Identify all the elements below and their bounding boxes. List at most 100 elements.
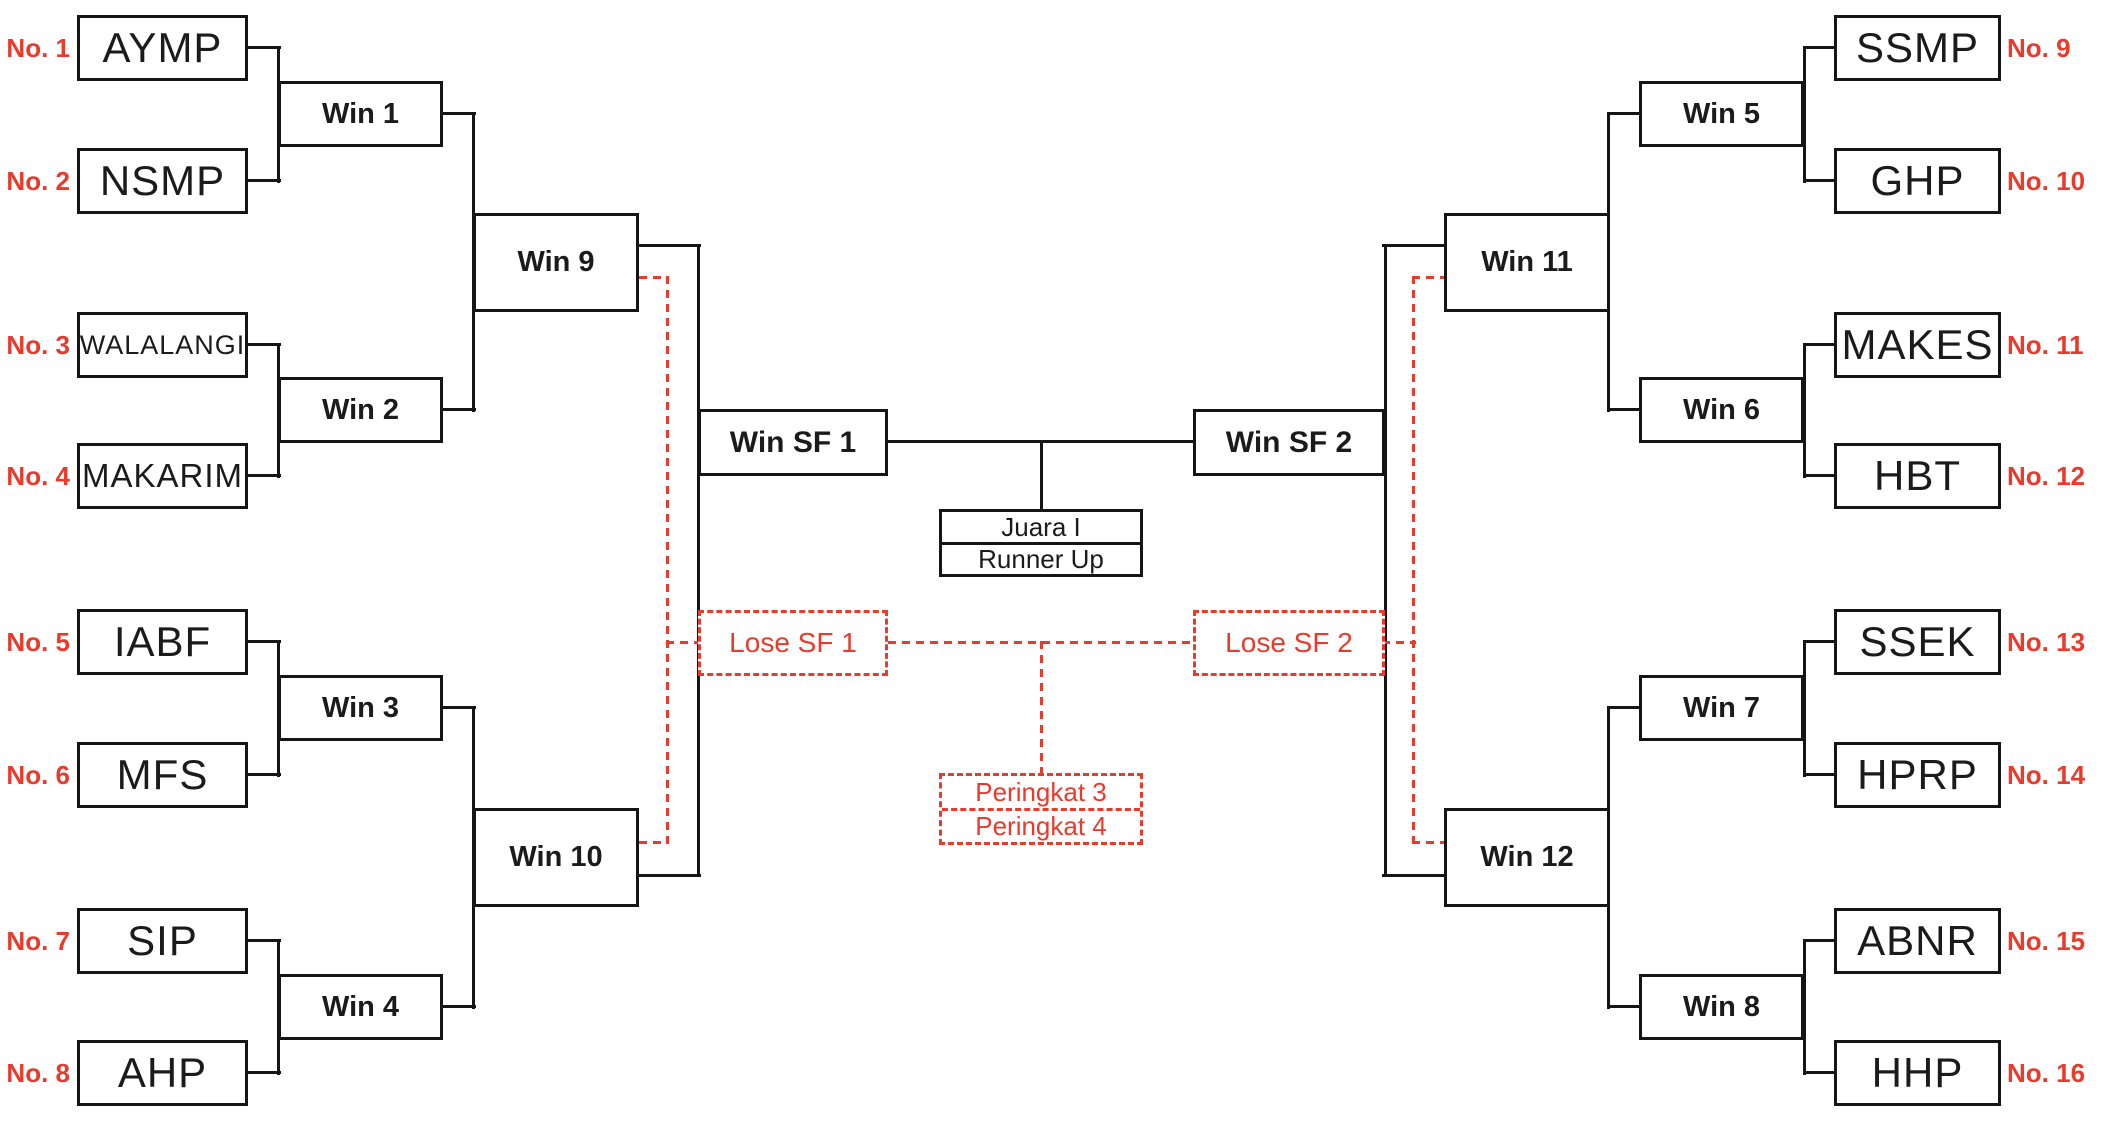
team-name: IABF (113, 618, 212, 665)
team-box: MAKARIM (77, 443, 248, 509)
team-name: HHP (1871, 1049, 1964, 1096)
runner-up-slot: Runner Up (942, 541, 1140, 575)
loser-connector-line (1412, 276, 1444, 279)
loser-connector-line (1412, 276, 1415, 844)
match-label: Win 4 (321, 990, 400, 1023)
match-label: Win 2 (321, 393, 400, 426)
connector-line (248, 939, 281, 942)
connector-line (1803, 939, 1836, 942)
team-box: IABF (77, 609, 248, 675)
connector-line (1803, 474, 1836, 477)
team-box: HBT (1834, 443, 2001, 509)
team-name: WALALANGI (79, 329, 246, 360)
seed-label: No. 8 (6, 1058, 70, 1088)
fourth-place-slot: Peringkat 4 (942, 807, 1140, 843)
match-win-5: Win 5 (1639, 81, 1804, 147)
connector-line (443, 408, 476, 411)
consolation-box: Peringkat 3 Peringkat 4 (939, 773, 1143, 845)
team-box: SIP (77, 908, 248, 974)
connector-line (1803, 46, 1806, 183)
team-box: SSEK (1834, 609, 2001, 675)
team-box: MFS (77, 742, 248, 808)
seed-label: No. 6 (6, 760, 70, 790)
team-name: MFS (116, 751, 209, 798)
lose-label: Lose SF 2 (1225, 627, 1353, 658)
match-win-1: Win 1 (278, 81, 443, 147)
team-box: SSMP (1834, 15, 2001, 81)
team-box: WALALANGI (77, 312, 248, 378)
seed-label: No. 9 (2007, 33, 2071, 63)
connector-line (248, 1071, 281, 1074)
seed-label: No. 13 (2007, 627, 2086, 657)
final-result-box: Juara I Runner Up (939, 509, 1143, 577)
match-win-8: Win 8 (1639, 974, 1804, 1040)
loser-connector-line (666, 276, 669, 844)
match-label: Win 6 (1682, 393, 1761, 426)
team-box: MAKES (1834, 312, 2001, 378)
team-name: NSMP (99, 157, 226, 204)
match-win-sf-2: Win SF 2 (1193, 409, 1385, 476)
seed-label: No. 12 (2007, 461, 2086, 491)
lose-label: Lose SF 1 (729, 627, 857, 658)
match-win-3: Win 3 (278, 675, 443, 741)
connector-line (1803, 343, 1836, 346)
loser-connector-line (639, 841, 669, 844)
team-name: SSEK (1859, 618, 1976, 665)
team-box: AHP (77, 1040, 248, 1106)
match-win-6: Win 6 (1639, 377, 1804, 443)
connector-line (1803, 773, 1836, 776)
seed-label: No. 11 (2007, 330, 2084, 360)
connector-line (443, 1005, 476, 1008)
seed-label: No. 2 (6, 166, 70, 196)
match-win-12: Win 12 (1444, 808, 1610, 907)
connector-line (1040, 440, 1043, 512)
seed-label: No. 4 (6, 461, 70, 491)
seed-label: No. 1 (6, 33, 70, 63)
team-name: AYMP (102, 24, 223, 71)
connector-line (1803, 179, 1836, 182)
match-label: Win SF 2 (1225, 425, 1353, 459)
match-label: Win 3 (321, 691, 400, 724)
seed-label: No. 15 (2007, 926, 2086, 956)
match-win-11: Win 11 (1444, 213, 1610, 312)
match-win-2: Win 2 (278, 377, 443, 443)
match-label: Win SF 1 (729, 425, 857, 459)
champion-slot: Juara I (1001, 511, 1081, 542)
match-label: Win 5 (1682, 97, 1761, 130)
team-name: HPRP (1857, 751, 1978, 798)
team-name: SSMP (1855, 24, 1980, 71)
connector-line (1607, 706, 1640, 709)
match-label: Win 11 (1481, 246, 1573, 278)
loser-connector-line (666, 641, 700, 644)
team-name: MAKARIM (81, 457, 243, 494)
connector-line (248, 773, 281, 776)
connector-line (1803, 343, 1806, 478)
team-box: NSMP (77, 148, 248, 214)
match-win-7: Win 7 (1639, 675, 1804, 741)
connector-line (1607, 1005, 1640, 1008)
team-box: HHP (1834, 1040, 2001, 1106)
seed-label: No. 3 (6, 330, 70, 360)
connector-line (1803, 640, 1836, 643)
match-win-10: Win 10 (473, 808, 639, 907)
seed-label: No. 14 (2007, 760, 2086, 790)
connector-line (1607, 112, 1640, 115)
match-win-4: Win 4 (278, 974, 443, 1040)
seed-label: No. 5 (6, 627, 70, 657)
lose-sf-2-box: Lose SF 2 (1193, 610, 1385, 676)
match-label: Win 10 (509, 841, 603, 873)
connector-line (1607, 408, 1640, 411)
connector-line (697, 244, 700, 877)
connector-line (1382, 874, 1444, 877)
match-win-sf-1: Win SF 1 (698, 409, 888, 476)
team-name: HBT (1874, 452, 1961, 499)
connector-line (248, 179, 281, 182)
connector-line (639, 244, 701, 247)
team-name: SIP (127, 917, 198, 964)
match-win-9: Win 9 (473, 213, 639, 312)
connector-line (248, 343, 281, 346)
team-name: GHP (1870, 157, 1965, 204)
loser-connector-line (1412, 841, 1444, 844)
team-box: GHP (1834, 148, 2001, 214)
